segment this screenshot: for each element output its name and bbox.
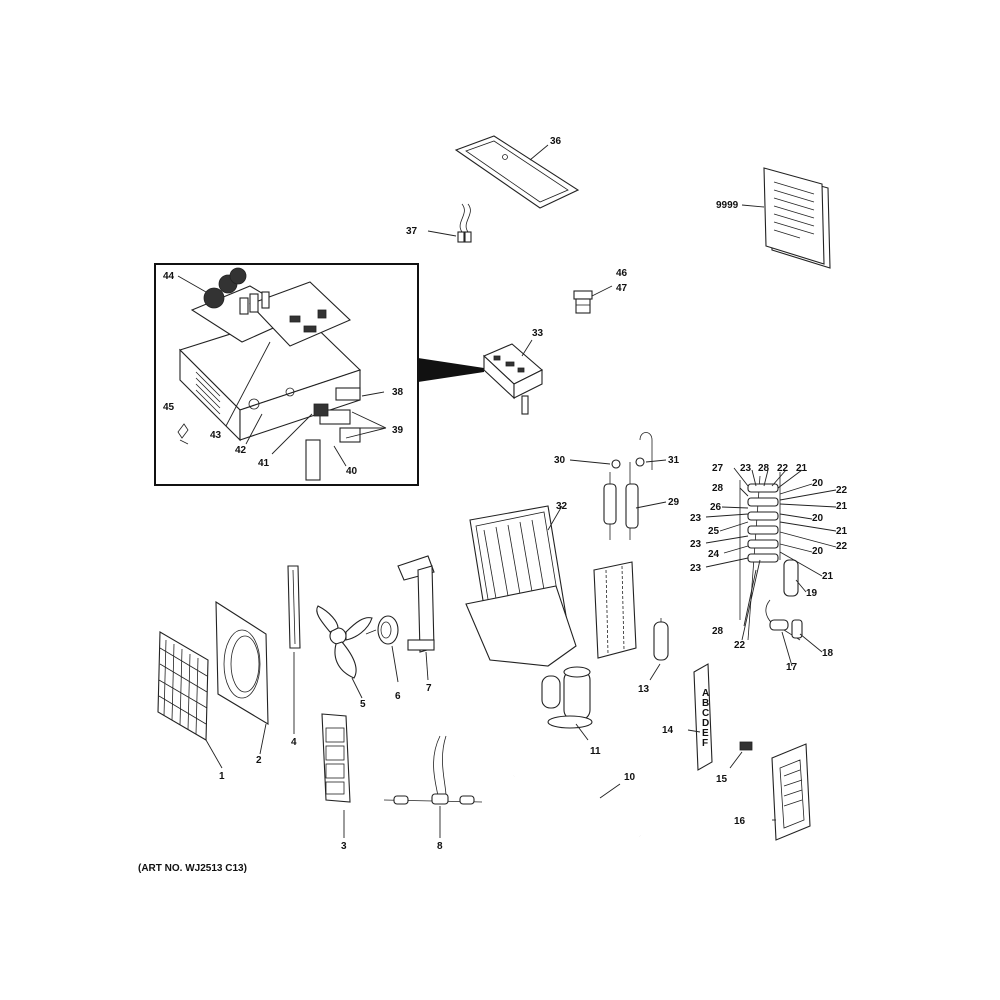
callout-23a: 23: [740, 463, 752, 474]
callout-31: 31: [668, 455, 680, 466]
partition-panel: [593, 561, 637, 659]
callout-18: 18: [822, 648, 834, 659]
callout-labels: 36 37 9999 46 47 44 33 38 45 39 43 42 41…: [138, 136, 848, 874]
callout-13: 13: [638, 684, 650, 695]
callout-23b: 23: [690, 513, 702, 524]
callout-32: 32: [556, 501, 568, 512]
art-number: (ART NO. WJ2513 C13): [138, 863, 247, 874]
part-6-fan-motor: [365, 615, 399, 683]
callout-5: 5: [360, 699, 366, 710]
callout-11: 11: [590, 746, 601, 757]
callout-22d: 22: [734, 640, 746, 651]
part-1-fan-grille: [157, 631, 223, 769]
control-box-inset: [154, 263, 484, 486]
callout-28b: 28: [712, 483, 724, 494]
callout-28a: 28: [758, 463, 770, 474]
part-8-sensor-wire: [383, 735, 483, 838]
callout-36: 36: [550, 136, 562, 147]
part-11-compressor: [541, 666, 593, 741]
callout-16: 16: [734, 816, 746, 827]
part-5-fan-blade: [316, 605, 373, 699]
callout-41: 41: [258, 458, 270, 469]
callout-20b: 20: [812, 513, 824, 524]
callout-23c: 23: [690, 539, 702, 550]
callout-3: 3: [341, 841, 347, 852]
callout-10: 10: [624, 772, 636, 783]
part-14-terminal-plate: A B C D E F: [687, 663, 713, 771]
callout-43: 43: [210, 430, 222, 441]
panel-letter-c: C: [702, 708, 709, 719]
callout-1: 1: [219, 771, 225, 782]
part-10-discharge-pipe: [513, 762, 642, 837]
panel-letter-e: E: [702, 728, 709, 739]
callout-9999: 9999: [716, 200, 739, 211]
part-13-accumulator: [649, 618, 669, 681]
callout-21d: 21: [822, 571, 834, 582]
callout-20a: 20: [812, 478, 824, 489]
callout-26: 26: [710, 502, 722, 513]
part-7-motor-bracket: [397, 555, 435, 681]
callout-47: 47: [616, 283, 628, 294]
callout-22c: 22: [836, 541, 848, 552]
part-3-side-panel: [321, 713, 351, 838]
callout-15: 15: [716, 774, 728, 785]
callout-20c: 20: [812, 546, 824, 557]
callout-21c: 21: [836, 526, 848, 537]
callout-6: 6: [395, 691, 401, 702]
callout-8: 8: [437, 841, 443, 852]
callout-30: 30: [554, 455, 566, 466]
part-33-control-box: [483, 339, 543, 415]
part-9999-owner-manual: [741, 167, 831, 269]
callout-22a: 22: [777, 463, 789, 474]
callout-4: 4: [291, 737, 297, 748]
panel-letter-a: A: [702, 688, 709, 699]
part-32-condenser-coil: [465, 505, 577, 667]
callout-44: 44: [163, 271, 175, 282]
part-2-fan-shroud: [215, 600, 269, 755]
callout-27: 27: [712, 463, 724, 474]
panel-letter-d: D: [702, 718, 709, 729]
callout-21a: 21: [796, 463, 808, 474]
panel-letter-f: F: [702, 738, 708, 749]
callout-2: 2: [256, 755, 262, 766]
callout-33: 33: [532, 328, 544, 339]
callout-42: 42: [235, 445, 247, 456]
callout-19: 19: [806, 588, 818, 599]
callout-23d: 23: [690, 563, 702, 574]
part-36-top-cover: [454, 135, 580, 209]
callout-37: 37: [406, 226, 418, 237]
callout-45: 45: [163, 402, 175, 413]
part-37-wire-harness: [427, 203, 472, 243]
callout-29: 29: [668, 497, 680, 508]
callout-7: 7: [426, 683, 432, 694]
part-17-28-valve-manifold: [705, 467, 837, 667]
part-4-bracket: [287, 565, 301, 734]
panel-letter-b: B: [702, 698, 709, 709]
callout-46: 46: [616, 268, 628, 279]
callout-38: 38: [392, 387, 404, 398]
callout-28c: 28: [712, 626, 724, 637]
part-46-47-fitting: [573, 285, 613, 314]
callout-14: 14: [662, 725, 674, 736]
part-15-clip: [729, 741, 753, 769]
callout-22b: 22: [836, 485, 848, 496]
callout-24: 24: [708, 549, 720, 560]
callout-21b: 21: [836, 501, 848, 512]
inset-pointer: [418, 358, 484, 382]
callout-39: 39: [392, 425, 404, 436]
part-16-front-panel: [771, 743, 811, 841]
part-29-31-valve-assembly: [569, 432, 667, 540]
callout-25: 25: [708, 526, 720, 537]
callout-17: 17: [786, 662, 798, 673]
callout-40: 40: [346, 466, 358, 477]
